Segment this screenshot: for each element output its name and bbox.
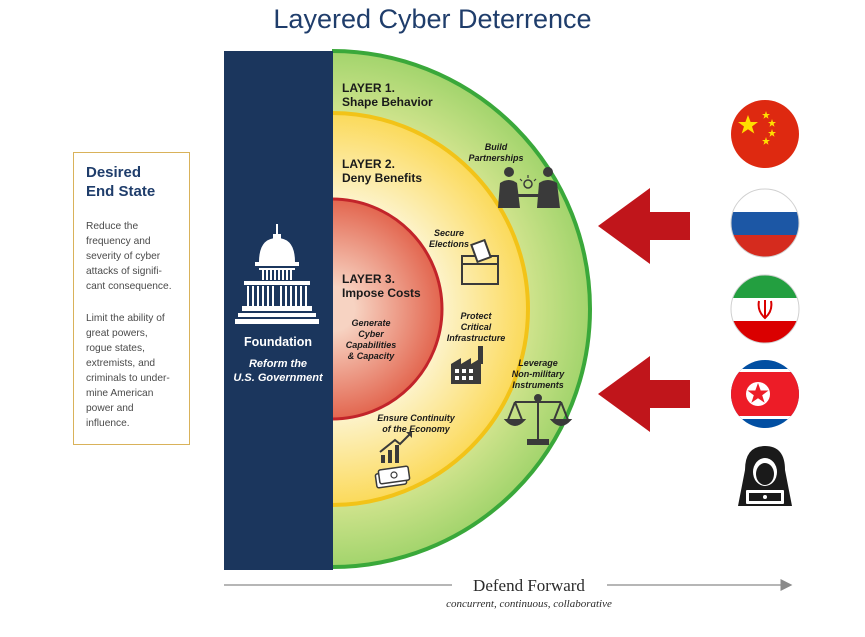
economy-growth-icon <box>374 432 412 489</box>
threat-arrow-lower <box>598 356 690 432</box>
ballot-box-icon <box>461 238 499 285</box>
end-state-line: severity of cyber <box>86 251 161 262</box>
layer-2-subtitle: Deny Benefits <box>342 171 422 185</box>
secure-elections-label-1: Secure <box>434 228 464 238</box>
leverage-label-2: Non-military <box>512 369 566 379</box>
generate-cyber-label-1: Generate <box>351 318 390 328</box>
end-state-line: great powers, <box>86 328 148 339</box>
build-partnerships-label-1: Build <box>485 142 508 152</box>
layer-3-title: LAYER 3. <box>342 272 395 286</box>
hacker-icon <box>738 446 792 506</box>
layer-2-title: LAYER 2. <box>342 157 395 171</box>
end-state-line: Limit the ability of <box>86 313 165 324</box>
end-state-line: criminals to under- <box>86 373 170 384</box>
generate-cyber-label-3: Capabilities <box>346 340 397 350</box>
continuity-label-1: Ensure Continuity <box>377 413 455 423</box>
end-state-paragraph-1: Reduce the frequency and severity of cyb… <box>86 219 186 294</box>
foundation-sublabel-1: Reform the <box>249 358 307 370</box>
end-state-line: extremists, and <box>86 358 156 369</box>
layer-3-subtitle: Impose Costs <box>342 286 421 300</box>
foundation-sublabel-2: U.S. Government <box>233 372 324 384</box>
end-state-line: rogue states, <box>86 343 145 354</box>
partnership-icon <box>498 167 560 208</box>
end-state-line: mine American <box>86 388 154 399</box>
desired-end-state-box: Desired End State Reduce the frequency a… <box>73 152 190 445</box>
protect-infra-label-1: Protect <box>460 311 492 321</box>
iran-flag-icon <box>731 275 799 343</box>
page-title: Layered Cyber Deterrence <box>273 4 592 34</box>
end-state-line: cant consequence. <box>86 281 172 292</box>
end-state-line: Reduce the <box>86 221 139 232</box>
threat-arrow-upper <box>598 188 690 264</box>
scales-icon <box>503 394 573 445</box>
russia-flag-outline <box>730 188 800 258</box>
capitol-icon <box>235 224 319 324</box>
protect-infra-label-3: Infrastructure <box>447 333 506 343</box>
build-partnerships-label-2: Partnerships <box>468 153 523 163</box>
desired-end-state-heading: Desired End State <box>86 164 156 200</box>
end-state-line: frequency and <box>86 236 151 247</box>
secure-elections-label-2: Elections <box>429 239 469 249</box>
leverage-label-3: Instruments <box>512 380 564 390</box>
factory-icon <box>451 346 483 384</box>
layer-1-title: LAYER 1. <box>342 81 395 95</box>
foundation-label: Foundation <box>244 335 312 349</box>
generate-cyber-label-4: & Capacity <box>348 351 396 361</box>
end-state-paragraph-2: Limit the ability of great powers, rogue… <box>86 311 186 431</box>
north-korea-flag-icon <box>731 360 799 428</box>
end-state-line: attacks of signifi- <box>86 266 162 277</box>
china-flag-icon <box>731 100 799 168</box>
continuity-label-2: of the Economy <box>382 424 450 434</box>
end-state-line: power and <box>86 403 134 414</box>
russia-flag-icon <box>731 189 799 257</box>
leverage-label-1: Leverage <box>518 358 558 368</box>
iran-flag-outline <box>730 274 800 344</box>
defend-forward-sublabel: concurrent, continuous, collaborative <box>446 598 612 610</box>
layer-3-ring <box>332 197 444 421</box>
protect-infra-label-2: Critical <box>461 322 492 332</box>
defend-forward-label: Defend Forward <box>473 576 585 595</box>
end-state-line: influence. <box>86 418 130 429</box>
generate-cyber-label-2: Cyber <box>358 329 384 339</box>
layer-1-subtitle: Shape Behavior <box>342 95 433 109</box>
